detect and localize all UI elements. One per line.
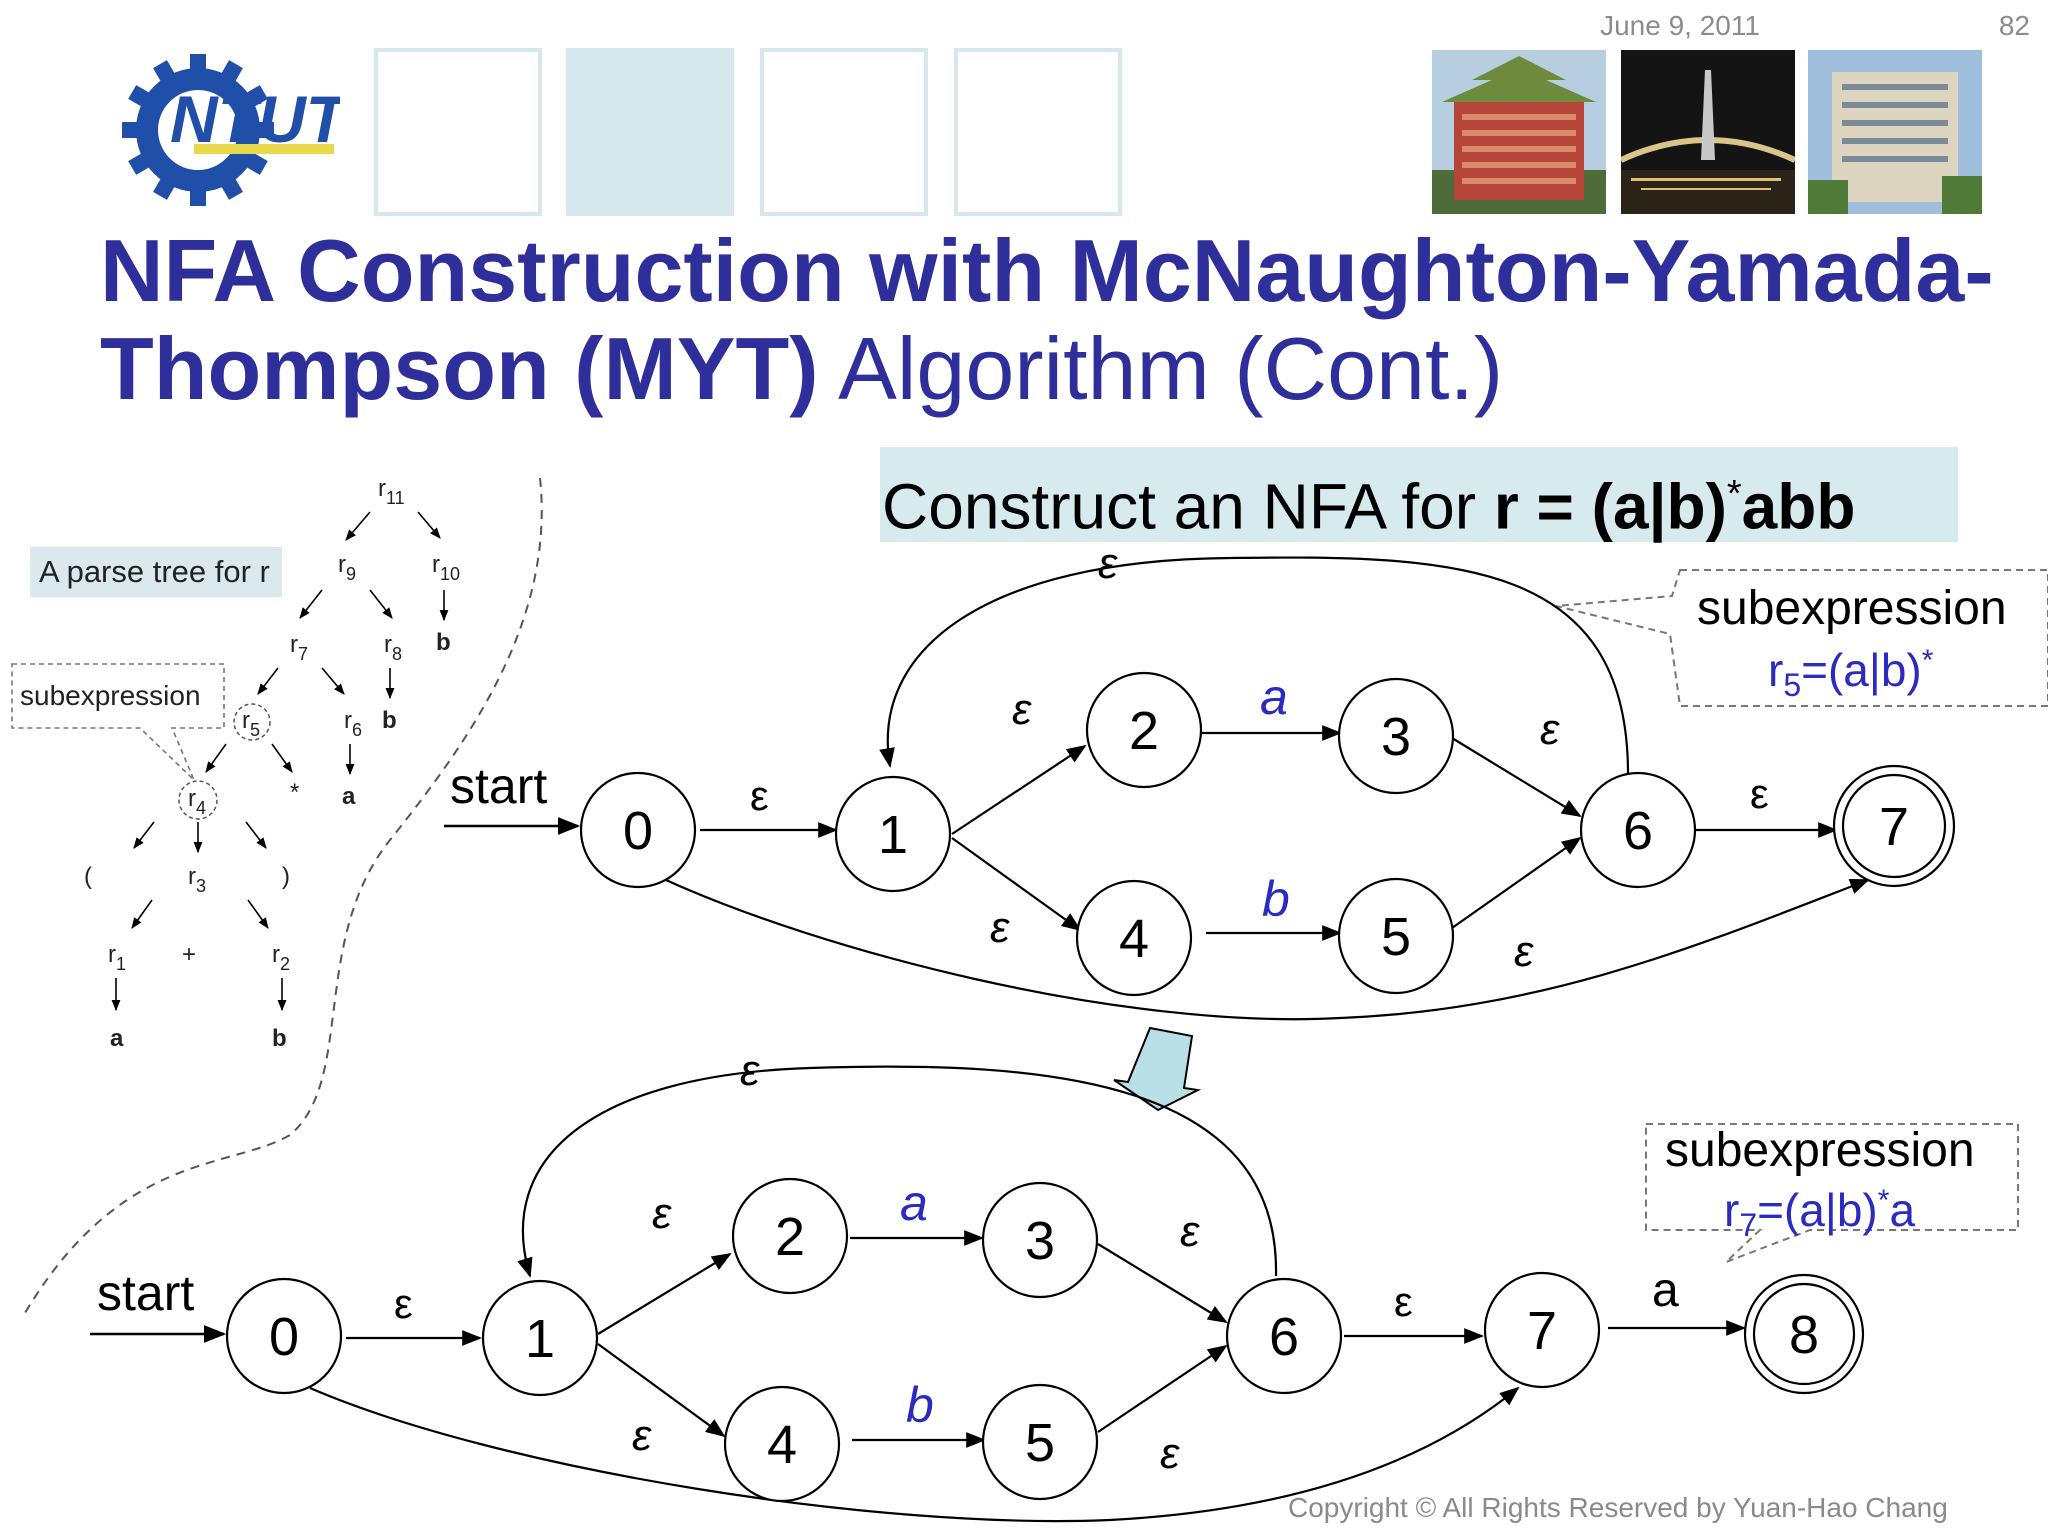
- building-photo: [1432, 50, 1606, 214]
- title-regular: Algorithm (Cont.): [838, 319, 1504, 418]
- top-state-2: 2: [1129, 701, 1159, 761]
- tree-node-r2: r2: [272, 941, 290, 974]
- bottom-state-4: 4: [767, 1415, 797, 1475]
- bottom-label-2-3: a: [900, 1175, 928, 1231]
- nfa-top: subexpression r5=(a|b)* start ε ε ε a ε …: [444, 539, 2048, 1021]
- bottom-state-5: 5: [1025, 1413, 1055, 1473]
- top-label-6-7: ε: [1750, 770, 1769, 817]
- bottom-label-6-7: ε: [1394, 1278, 1413, 1325]
- bottom-state-7: 7: [1527, 1301, 1557, 1361]
- top-label-1-2: ε: [1012, 685, 1032, 734]
- top-label-2-3: a: [1260, 669, 1288, 725]
- bottom-state-2: 2: [775, 1207, 805, 1267]
- parse-tree-label: A parse tree for r: [30, 547, 282, 597]
- bottom-label-5-6: ε: [1160, 1429, 1180, 1478]
- decorative-square: [374, 48, 542, 216]
- bottom-label-0-1: ε: [394, 1280, 413, 1327]
- nfa-bottom: subexpression r7=(a|b)*a start ε ε ε a ε…: [90, 1046, 2019, 1523]
- page-number: 82: [1998, 10, 2030, 41]
- regex-left: r = (a|b): [1493, 470, 1727, 543]
- tree-node-r6: r6: [344, 707, 362, 740]
- down-arrow-icon: [1113, 1026, 1202, 1112]
- parse-tree-callout: subexpression: [20, 680, 201, 711]
- bottom-label-1-4: ε: [632, 1411, 652, 1460]
- top-state-5: 5: [1381, 907, 1411, 967]
- parse-tree: subexpression r11 r9 r10 r7 r8 b r5 r6 b…: [11, 475, 460, 1052]
- top-callout-title: subexpression: [1697, 582, 2007, 635]
- decorative-square: [954, 48, 1122, 216]
- bottom-state-0: 0: [269, 1307, 299, 1367]
- tree-node-r8: r8: [384, 631, 402, 664]
- bottom-label-4-5: b: [906, 1377, 934, 1433]
- tree-node-rparen: ): [282, 863, 290, 890]
- top-state-4: 4: [1119, 909, 1149, 969]
- tree-node-star: *: [290, 779, 299, 806]
- tree-leaf-a6: a: [342, 783, 356, 810]
- tree-node-r5: r5: [242, 707, 260, 740]
- tree-leaf-b10: b: [436, 629, 451, 656]
- page-title: NFA Construction with McNaughton-Yamada-…: [100, 222, 2000, 418]
- top-label-5-6: ε: [1514, 927, 1534, 976]
- regex-right: abb: [1741, 470, 1856, 543]
- copyright: Copyright © All Rights Reserved by Yuan-…: [1288, 1492, 1948, 1523]
- decorative-square: [760, 48, 928, 216]
- title-bold: NFA Construction with McNaughton-Yamada-…: [100, 221, 1994, 418]
- tree-node-r11: r11: [378, 475, 405, 508]
- bridge-photo: [1621, 50, 1795, 214]
- top-label-0-1: ε: [750, 772, 769, 819]
- campus-photo: [1808, 50, 1982, 214]
- tree-node-r3: r3: [188, 863, 206, 896]
- top-label-3-6: ε: [1540, 705, 1560, 754]
- regex-star: *: [1726, 473, 1742, 515]
- top-start-label: start: [450, 758, 547, 814]
- bottom-callout-title: subexpression: [1665, 1124, 1975, 1177]
- bottom-state-3: 3: [1025, 1211, 1055, 1271]
- tree-leaf-b8: b: [382, 707, 397, 734]
- bottom-state-6: 6: [1269, 1307, 1299, 1367]
- top-label-4-5: b: [1262, 871, 1290, 927]
- bottom-state-1: 1: [525, 1309, 555, 1369]
- slide-date: June 9, 2011: [1600, 10, 1760, 41]
- bottom-label-3-6: ε: [1180, 1207, 1200, 1256]
- top-state-7: 7: [1879, 797, 1909, 857]
- construct-prefix: Construct an NFA for: [882, 470, 1494, 543]
- bottom-label-1-2: ε: [652, 1189, 672, 1238]
- bottom-label-7-8: a: [1652, 1264, 1679, 1317]
- top-state-3: 3: [1381, 707, 1411, 767]
- decorative-square: [566, 48, 734, 216]
- tree-node-r9: r9: [338, 551, 356, 584]
- bottom-label-6-1: ε: [740, 1046, 760, 1095]
- divider-curve: [21, 477, 543, 1319]
- top-state-6: 6: [1623, 801, 1653, 861]
- top-state-0: 0: [623, 801, 653, 861]
- tree-node-lparen: (: [84, 863, 92, 890]
- bottom-start-label: start: [97, 1265, 194, 1321]
- svg-text:NTUT: NTUT: [170, 82, 340, 156]
- ntut-logo-icon: NTUT: [122, 54, 340, 206]
- tree-node-r1: r1: [108, 941, 126, 974]
- top-state-1: 1: [878, 805, 908, 865]
- top-label-1-4: ε: [990, 903, 1010, 952]
- bottom-state-8: 8: [1789, 1305, 1819, 1365]
- tree-node-r10: r10: [432, 551, 460, 584]
- top-label-6-1: ε: [1098, 539, 1118, 588]
- tree-node-plus: +: [182, 941, 196, 968]
- tree-node-r4: r4: [188, 785, 206, 818]
- construct-prompt: Construct an NFA for r = (a|b)*abb: [880, 447, 1958, 542]
- tree-node-r7: r7: [290, 631, 308, 664]
- tree-leaf-a1: a: [110, 1025, 124, 1052]
- tree-leaf-b1: b: [272, 1025, 287, 1052]
